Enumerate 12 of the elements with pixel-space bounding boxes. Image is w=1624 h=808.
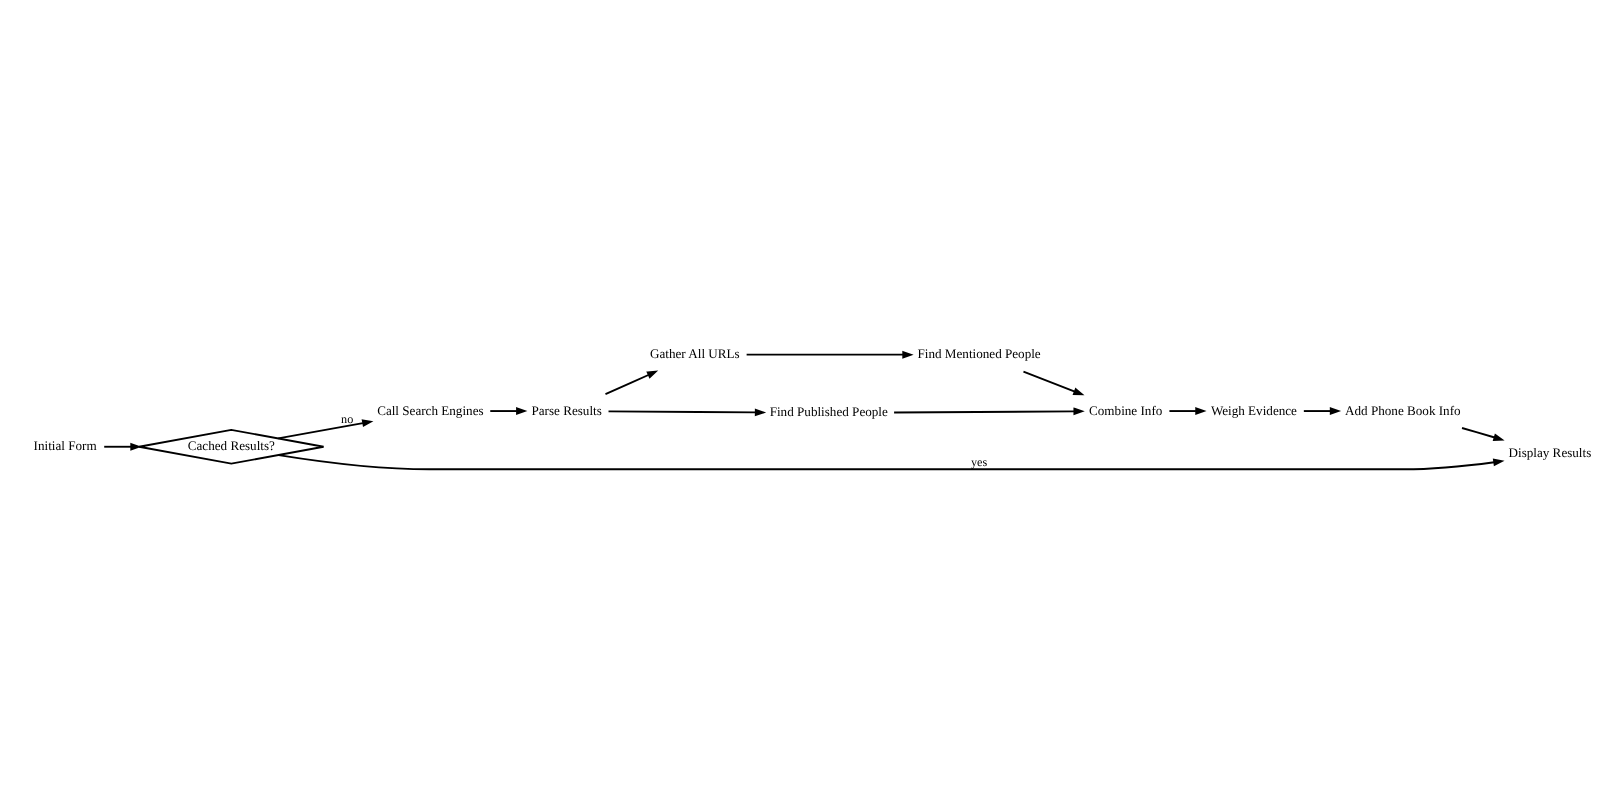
arrow [604,370,659,396]
arrow [1168,407,1207,415]
arrow [277,454,1505,471]
arrow [607,408,767,417]
arrow [489,407,528,415]
arrow [103,442,142,451]
arrow [745,350,914,359]
arrow [1022,370,1085,396]
arrow [1461,427,1505,442]
arrow [1302,407,1342,415]
arrow [893,407,1085,416]
arrow [277,419,374,440]
